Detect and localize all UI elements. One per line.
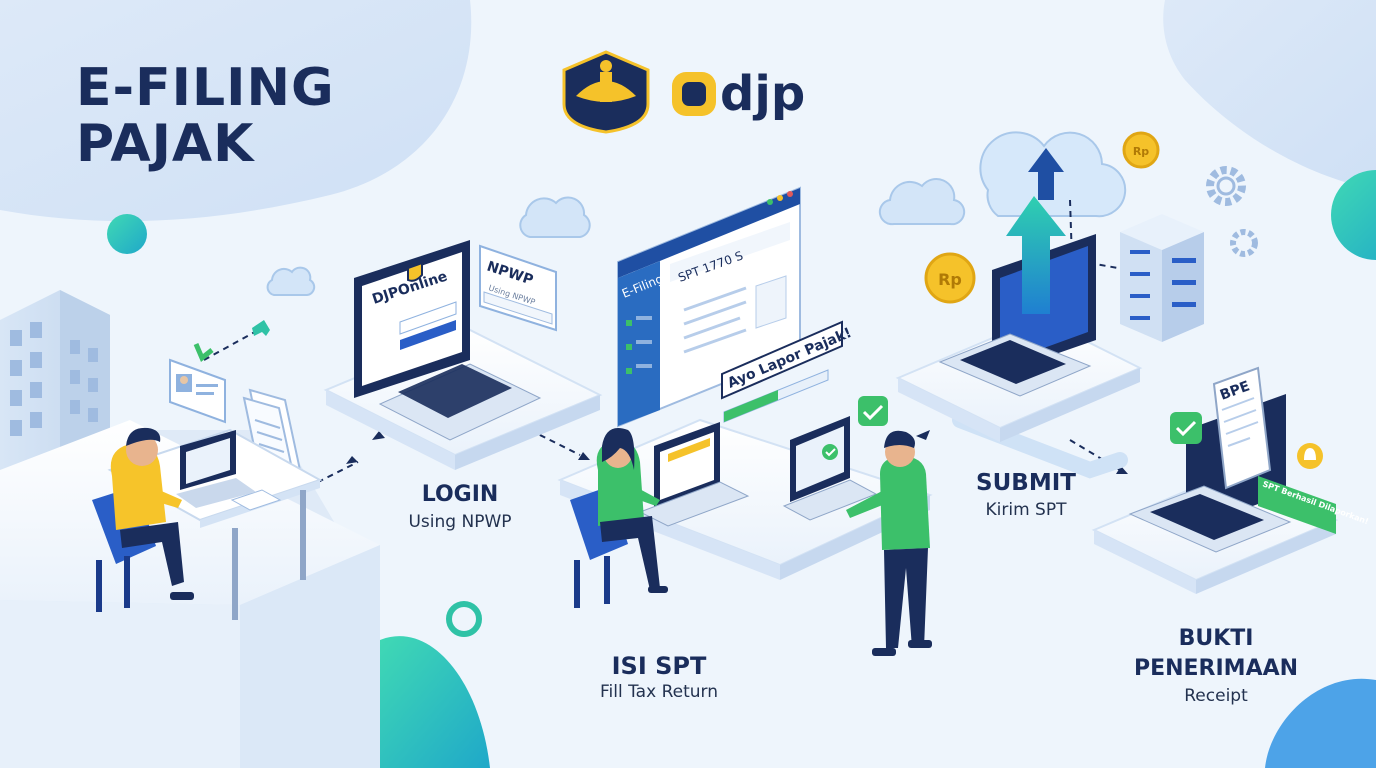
id-card-icon	[169, 343, 226, 424]
cloud-icon	[519, 196, 591, 238]
coin-symbol: Rp	[938, 270, 962, 289]
step-receipt-subtitle: Receipt	[1184, 686, 1248, 706]
bg-blob-top-right	[1163, 0, 1376, 190]
djp-logo-mark-icon	[672, 72, 716, 116]
laptop-icon	[176, 430, 256, 508]
deco-blob-bottom-right	[1265, 678, 1376, 768]
djponline-logo-icon	[407, 261, 423, 282]
upload-cloud-icon	[979, 131, 1127, 218]
coin-icon	[924, 252, 976, 304]
deco-ring	[446, 601, 482, 637]
page-title-line2: PAJAK	[76, 114, 255, 174]
bg-blob-top-left	[0, 0, 472, 222]
server-icon	[1120, 214, 1204, 342]
coin-icon	[1122, 131, 1160, 169]
check-bubble-icon	[858, 396, 888, 426]
toast-success	[1258, 476, 1336, 534]
step-receipt-title-line2: PENERIMAAN	[1133, 656, 1299, 681]
djp-logo: djp	[668, 64, 818, 124]
connector-arrow-icon	[252, 320, 270, 336]
step-fill-subtitle: Fill Tax Return	[600, 682, 718, 702]
laptop-fill	[638, 422, 750, 527]
deco-blob-bottom	[380, 636, 490, 768]
laptop-login	[354, 240, 542, 441]
step-login-title: LOGIN	[421, 482, 499, 507]
person-yellow-shirt	[92, 427, 194, 612]
arrow-icon	[372, 431, 385, 440]
laptop-review	[782, 416, 878, 521]
npwp-card	[479, 244, 557, 332]
person-man-standing	[846, 430, 932, 656]
step-submit-title: SUBMIT	[976, 470, 1076, 496]
upload-arrow-icon	[1006, 196, 1066, 314]
cloud-icon	[266, 266, 316, 296]
bell-icon	[1297, 443, 1323, 469]
arrow-icon	[346, 456, 358, 464]
coin-symbol: Rp	[1133, 145, 1149, 158]
arrow-icon	[916, 430, 930, 440]
kemenkeu-seal-icon	[562, 50, 650, 134]
page-title-line1: E-FILING	[76, 58, 335, 118]
cloud-icon	[878, 178, 966, 226]
step-fill-title: ISI SPT	[611, 652, 707, 680]
efiling-window	[617, 186, 801, 428]
deco-circle-teal	[107, 214, 147, 254]
arrow-icon	[578, 452, 590, 460]
deco-circle-right	[1331, 170, 1376, 260]
person-woman	[570, 428, 668, 608]
step-receipt-title-line1: BUKTI	[1178, 626, 1254, 651]
banner-ayo-lapor	[721, 320, 843, 423]
step-login-subtitle: Using NPWP	[408, 512, 512, 532]
gear-icon	[1206, 166, 1246, 206]
gear-icon	[1230, 229, 1258, 257]
arrow-icon	[1116, 466, 1128, 474]
step-submit-subtitle: Kirim SPT	[985, 500, 1067, 520]
djp-logo-text: djp	[720, 66, 806, 122]
receipt-document-icon	[1212, 366, 1272, 490]
check-bubble-icon	[1170, 412, 1202, 444]
